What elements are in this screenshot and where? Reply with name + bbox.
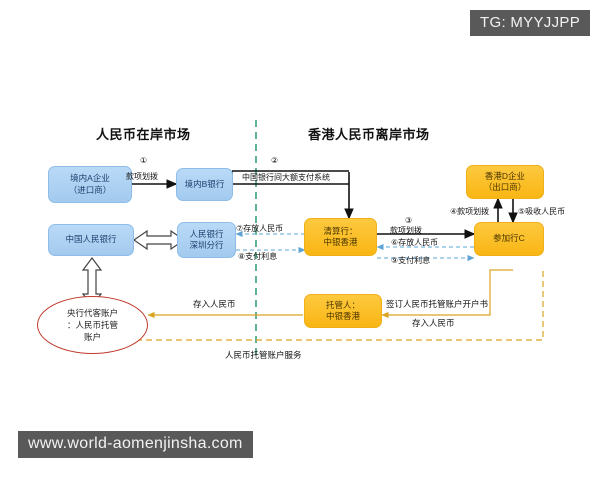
watermark-top-right: TG: MYYJJPP (470, 10, 590, 36)
edge-custody-service (96, 270, 544, 341)
title-offshore-market: 香港人民币离岸市场 (308, 127, 430, 142)
label-custody-service: 人民币托管账户服务 (225, 350, 302, 360)
edge-step2 (232, 172, 354, 220)
label-step2: 中国银行间大额支付系统 (242, 173, 330, 182)
edge-c-to-custodian (381, 269, 513, 319)
label-step7: ⑦存放人民币 (236, 224, 284, 233)
node-pboc-shenzhen-branch[interactable]: 人民银行 深圳分行 (177, 222, 236, 258)
label-step1: 款项划拨 (126, 172, 158, 181)
label-step9: ⑨支付利息 (391, 256, 431, 265)
label-step8: ⑧支付利息 (238, 252, 278, 261)
label-step2-marker: ② (271, 156, 279, 165)
label-step4: ④款项划拨 (450, 207, 490, 216)
watermark-bottom-left: www.world-aomenjinsha.com (18, 431, 253, 458)
node-custodian-boc-hk[interactable]: 托管人： 中银香港 (304, 294, 382, 328)
label-step3: 款项划拨 (390, 226, 422, 235)
label-step1-marker: ① (140, 156, 148, 165)
label-step3-marker: ③ (405, 216, 413, 225)
node-hk-enterprise-d[interactable]: 香港D企业 （出口商） (466, 165, 544, 199)
label-deposit-rmb-right: 存入人民币 (412, 318, 455, 328)
node-participating-bank-c[interactable]: 参加行C (474, 222, 544, 256)
node-pboc[interactable]: 中国人民银行 (48, 224, 134, 256)
node-central-bank-custody-account[interactable]: 央行代客账户 ：人民币托管 账户 (37, 296, 148, 354)
label-step5: ⑤吸收人民币 (518, 207, 566, 216)
label-step6: ⑥存放人民币 (391, 238, 439, 247)
node-onshore-enterprise-a[interactable]: 境内A企业 （进口商） (48, 166, 132, 203)
node-onshore-bank-b[interactable]: 境内B银行 (176, 168, 233, 201)
label-deposit-rmb-left: 存入人民币 (193, 299, 236, 309)
label-sign-custody-agreement: 签订人民币托管账户开户书 (386, 299, 489, 309)
title-onshore-market: 人民币在岸市场 (96, 127, 191, 142)
node-clearing-bank-boc-hk[interactable]: 清算行： 中银香港 (304, 218, 377, 256)
